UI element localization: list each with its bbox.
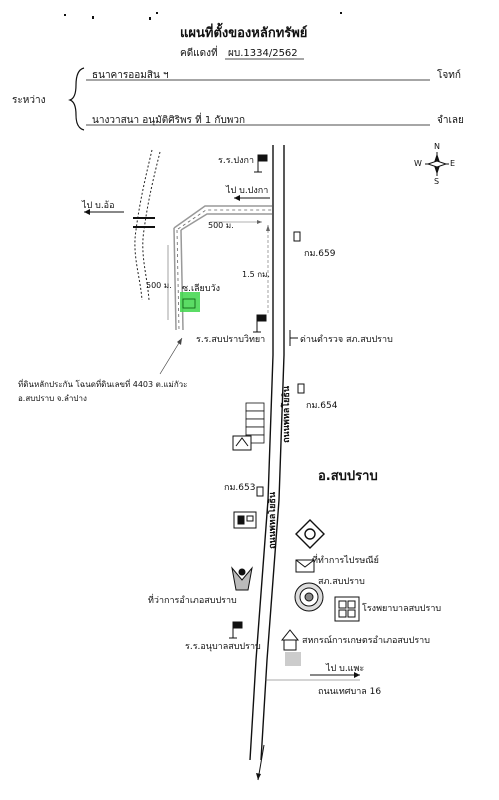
label-property-note-1: ที่ดินหลักประกัน โฉนดที่ดินเลขที่ 4403 ต… [18,380,188,389]
label-municipal-road: ถนนเทศบาล 16 [318,687,382,697]
property-pointer [159,337,183,375]
label-police-station: สภ.สบปราบ [318,577,365,587]
label-km-653: กม.653 [224,483,256,493]
label-kindergarten: ร.ร.อนุบาลสบปราบ [185,642,261,652]
compass-n: N [434,142,440,151]
post-office-icon [295,559,315,573]
school-witthaya-icon [253,314,267,333]
label-dist-500m-top: 500 ม. [208,221,234,230]
label-to-ban-phae: ไป บ.แพะ [326,664,365,674]
checkpoint-icon [289,330,298,346]
coop-sign-icon [285,652,301,666]
km-654-post-icon [297,383,305,394]
district-office-icon [231,566,253,591]
hospital-icon [334,596,360,622]
map-title: แผนที่ตั้งของหลักทรัพย์ [180,26,308,41]
km-659-post-icon [293,231,301,242]
label-hospital: โรงพยาบาลสบปราบ [362,604,442,614]
label-km-654: กม.654 [306,401,338,411]
party-bracket [68,67,85,131]
police-seal-icon [294,582,324,612]
compass-rose-icon [425,152,449,176]
school-pongka-icon [254,154,268,173]
bank-logo-icon [295,519,325,549]
agri-coop-icon [280,629,300,651]
label-to-ban-on: ไป บ.อ้อ [82,201,115,211]
label-agri-coop: สหกรณ์การเกษตรอำเภอสบปราบ [302,636,430,646]
compass-w: W [414,159,422,168]
label-highway-upper: ถนนพหลโยธิน [282,386,292,443]
label-soi-name: ซ.เลียบวัง [182,284,220,294]
temple-icon [232,435,252,451]
between-label: ระหว่าง [12,95,46,106]
soi-dashed [176,209,272,331]
label-dist-500m-left: 500 ม. [146,281,172,290]
curved-road [134,149,161,301]
scan-specks [64,12,342,20]
label-district-office: ที่ว่าการอำเภอสบปราบ [148,596,237,606]
case-number: ผบ.1334/2562 [228,48,298,59]
label-post-office: ที่ทำการไปรษณีย์ [312,556,379,566]
shop-icon [233,511,257,529]
case-label: คดีแดงที่ [180,48,218,59]
defendant-name: นางวาสนา อนุมัติศิริพร ที่ 1 กับพวก [92,115,246,126]
label-to-ban-pongka: ไป บ.ปงกา [226,186,269,196]
compass-e: E [450,159,456,168]
label-school-pongka: ร.ร.ปงกา [218,156,254,166]
label-district: อ.สบปราบ [318,469,378,484]
label-property-note-2: อ.สบปราบ จ.ลำปาง [18,394,87,403]
kindergarten-icon [229,621,243,639]
label-school-witthaya: ร.ร.สบปราบวิทยา [196,335,266,345]
soi-road [173,205,272,331]
building-block-icon [245,402,265,444]
km-653-post-icon [256,486,264,497]
label-km-659: กม.659 [304,249,336,259]
highway-phahonyothin [249,145,285,761]
defendant-role: จำเลย [437,115,464,126]
label-police-checkpoint: ด่านตำรวจ สภ.สบปราบ [300,335,393,345]
label-dist-1-5km: 1.5 กม. [242,270,270,279]
plaintiff-name: ธนาคารออมสิน ฯ [92,70,169,81]
label-highway-lower: ถนนพหลโยธิน [268,492,278,549]
compass-s: S [434,177,440,186]
plaintiff-role: โจทก์ [437,70,461,81]
bridge-icon [133,217,155,228]
